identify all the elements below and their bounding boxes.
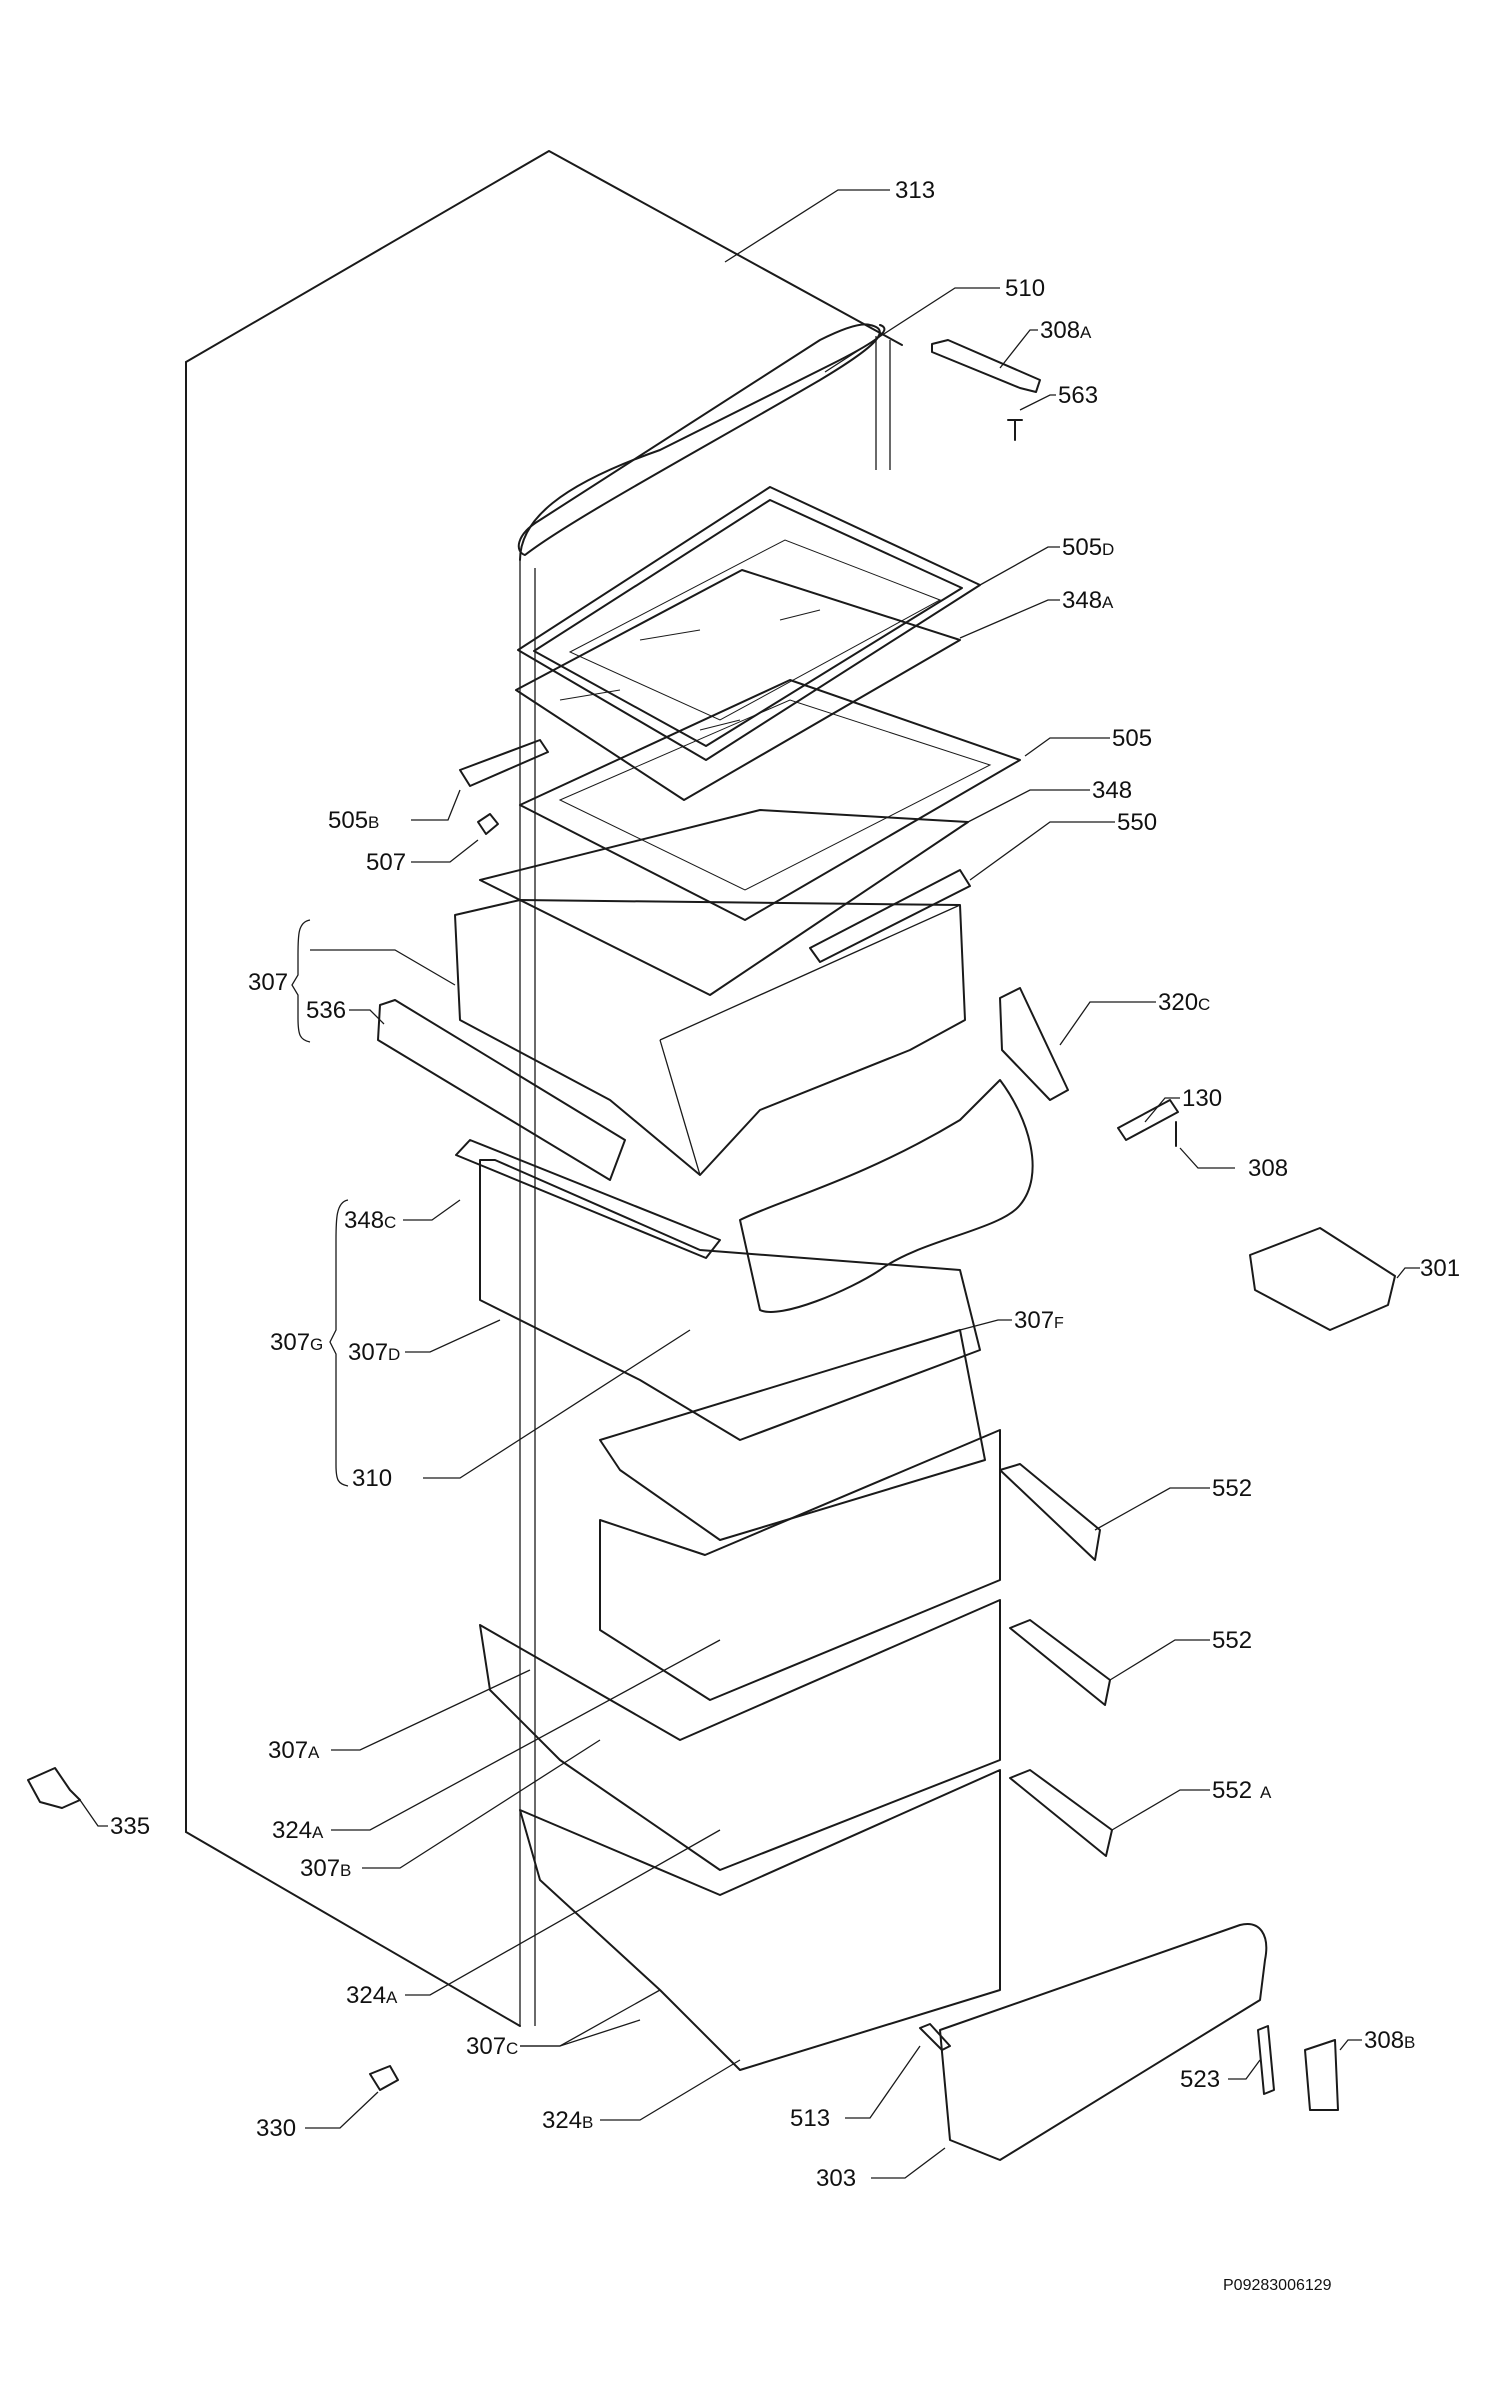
rail-552-lower: [1009, 1619, 1111, 1706]
callout-307g: 307G: [270, 1329, 323, 1356]
panel-536: [377, 999, 626, 1181]
part-505b: [459, 739, 549, 787]
hinge-308b: [1304, 2039, 1339, 2111]
clip-507: [477, 813, 499, 835]
callout-301: 301: [1420, 1255, 1460, 1282]
callout-335: 335: [110, 1813, 150, 1840]
cover-310: [739, 1079, 1034, 1313]
drawer-307c: [519, 1769, 1001, 2071]
callout-348c: 348C: [344, 1207, 396, 1234]
callout-308b: 308B: [1364, 2027, 1415, 2054]
foot-330: [369, 2065, 399, 2091]
callout-505b: 505B: [328, 807, 379, 834]
bracket-308a: [931, 339, 1041, 393]
callout-348: 348: [1092, 777, 1132, 804]
glass-348a: [515, 569, 961, 801]
part-513: [919, 2023, 951, 2051]
crisper-drawer-307: [454, 899, 966, 1176]
callout-313: 313: [895, 177, 935, 204]
callout-330: 330: [256, 2115, 296, 2142]
callout-310: 310: [352, 1465, 392, 1492]
callout-307c: 307C: [466, 2033, 518, 2060]
base-cover-303: [939, 1923, 1268, 2161]
callout-523: 523: [1180, 2066, 1220, 2093]
callout-505: 505: [1112, 725, 1152, 752]
brace-307: [291, 919, 311, 1043]
callout-552-upper: 552: [1212, 1475, 1252, 1502]
callout-308: 308: [1248, 1155, 1288, 1182]
callout-307b: 307B: [300, 1855, 351, 1882]
callout-563: 563: [1058, 382, 1098, 409]
drawer-307d: [479, 1159, 981, 1441]
callout-552-lower: 552: [1212, 1627, 1252, 1654]
hinge-130: [1117, 1099, 1179, 1141]
callout-308a: 308A: [1040, 317, 1092, 344]
callout-550: 550: [1117, 809, 1157, 836]
callout-307: 307: [248, 969, 288, 996]
callout-303: 303: [816, 2165, 856, 2192]
drawer-307f: [599, 1329, 986, 1541]
callout-324a-upper: 324A: [272, 1817, 324, 1844]
drawing-code: P09283006129: [1223, 2277, 1332, 2294]
glass-348c: [455, 1139, 721, 1259]
ice-tray-301: [1249, 1227, 1396, 1331]
leader-lines: [79, 189, 1420, 2179]
callout-507: 507: [366, 849, 406, 876]
callout-536: 536: [306, 997, 346, 1024]
bracket-523: [1257, 2025, 1275, 2095]
vent-320c: [999, 987, 1069, 1101]
screw-563: [1007, 419, 1023, 441]
rail-552-upper: [999, 1463, 1101, 1561]
callout-348a: 348A: [1062, 587, 1114, 614]
callout-505d: 505D: [1062, 534, 1114, 561]
callout-510: 510: [1005, 275, 1045, 302]
callout-307f: 307F: [1014, 1307, 1064, 1334]
callout-307a: 307A: [268, 1737, 320, 1764]
callout-labels: 313 510 308A 563 505D 348A 505 348 550 5…: [110, 177, 1460, 2192]
callout-324a-lower: 324A: [346, 1982, 398, 2009]
brace-307g: [329, 1199, 349, 1487]
callout-130: 130: [1182, 1085, 1222, 1112]
shelf-frame-505: [519, 679, 1021, 921]
drawer-307a: [599, 1429, 1001, 1701]
rail-552a: [1009, 1769, 1113, 1857]
callout-307d: 307D: [348, 1339, 400, 1366]
top-cover-510: [517, 323, 881, 556]
hinge-335: [27, 1767, 81, 1809]
callout-324b: 324B: [542, 2107, 593, 2134]
callout-320c: 320C: [1158, 989, 1210, 1016]
callout-513: 513: [790, 2105, 830, 2132]
drawer-307b: [479, 1599, 1001, 1871]
control-strip-550: [809, 869, 971, 963]
